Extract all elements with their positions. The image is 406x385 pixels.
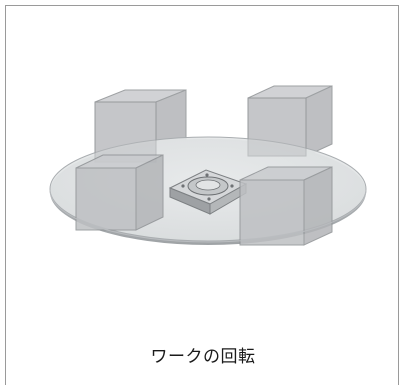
workpiece-back-right — [247, 85, 333, 157]
workpiece-back-right-overlay — [247, 97, 307, 157]
workpiece-front-left — [75, 154, 164, 231]
figure-caption: ワークの回転 — [150, 347, 256, 367]
workpiece-back-left-overlay — [94, 101, 157, 163]
workpiece-front-right — [239, 166, 333, 246]
